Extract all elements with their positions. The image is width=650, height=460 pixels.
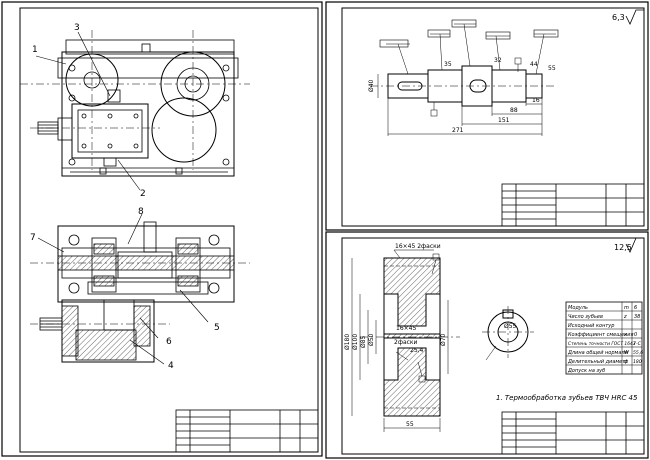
gearbox-section-view [30,221,250,363]
gear-table-param: Число зубьев [568,314,603,320]
sheet-2-outer-border [325,1,649,231]
gear-dimension-lines [351,249,449,432]
dim-shaft-35: 35 [444,61,452,68]
roughness-gear: 12,5 [614,243,632,252]
roughness-shaft: 6,3 [612,13,625,22]
chamfer-mid-label-a: 16×45 [396,325,416,332]
callout-1: 1 [32,45,38,55]
gear-table-row: Допуск на зуб [567,368,605,374]
gearbox-top-view [20,30,250,177]
gear-table-row: Делительный диаметр d 180 [567,359,642,365]
gear-table-symbol: d [624,359,628,365]
dim-gear-2: 25,4 [410,347,424,354]
sheet-2-title-block [501,183,645,227]
shaft-dimension-lines [377,23,556,136]
callout-2: 2 [140,189,146,199]
dim-shaft-diameter-40: Ø40 [368,79,375,92]
gear-table-symbol: x [623,332,627,338]
roughness-check-icon [625,9,644,25]
gear-table-row: Степень точности ГОСТ 1643 7-С [568,341,642,347]
callout-6: 6 [166,337,172,347]
callout-4: 4 [168,361,174,371]
gear-table-value: 7-С [633,341,642,347]
dim-shaft-44: 44 [530,61,538,68]
chamfer-top-label: 16×45 2фаски [395,243,441,250]
gear-table-row: Число зубьев z 38 [568,314,640,320]
gear-table-param: Длина общей нормали [567,350,629,356]
gear-table-value: 180 [633,359,642,365]
shaft-outline [370,65,556,107]
gear-table-value: 55,6 [633,350,643,356]
dim-shaft-16: 16 [532,97,540,104]
roughness-gear-check-icon [625,237,644,253]
gear-hub-view [482,306,534,361]
gear-table-row: Модуль m 6 [568,305,637,311]
callout-7: 7 [30,233,36,243]
gear-table-param: Степень точности ГОСТ 1643 [568,341,636,347]
dim-shaft-88: 88 [510,107,518,114]
chamfer-mid-label-b: 2фаски [394,339,418,346]
callout-8: 8 [138,207,144,217]
gear-table-param: Модуль [568,305,588,311]
gear-table-value: 0 [634,332,637,338]
sheet-gear-drawing: 12,5 16×4 [325,231,649,459]
sheet-gearbox-assembly: 1 3 2 8 7 5 6 4 [1,1,323,457]
gear-table-value: 38 [634,314,640,320]
heat-treatment-note: 1. Термообработка зубьев ТВЧ HRC 45 [496,394,638,402]
gear-table-value: 6 [634,305,637,311]
sheet-2-frame [341,7,645,227]
callout-3: 3 [74,23,80,33]
gear-table-grid [566,302,642,374]
gear-table-symbol: m [624,305,629,311]
gear-table-row: Коэффициент смещения x 0 [568,332,637,338]
dim-shaft-55: 55 [548,65,556,72]
dim-gear-85: Ø85 [360,335,367,348]
gear-table-param: Коэффициент смещения [568,332,634,338]
leader-lines-top [35,31,141,191]
dim-shaft-151: 151 [498,117,510,124]
callout-5: 5 [214,323,220,333]
dim-shaft-271: 271 [452,127,464,134]
dim-gear-100: Ø100 [352,334,359,350]
dim-gear-50: Ø50 [368,333,375,346]
gear-table-param: Делительный диаметр [567,359,628,365]
sheet-shaft-drawing: 6,3 [325,1,649,231]
leader-lines-section [37,213,209,365]
sheet-1-frame [19,7,319,453]
dim-hub-bore: Ø55 [504,323,517,330]
sheet-3-title-block [501,411,645,455]
gear-parameter-table: Модуль m 6 Число зубьев z 38 Исходный ко… [565,301,643,375]
gear-table-symbol: z [623,314,627,320]
gear-section [360,257,460,417]
gear-table-param: Исходный контур [568,323,614,329]
sheet-3-outer-border [325,231,649,459]
sheet-1-title-block [175,409,319,453]
sheet-1-outer-border [1,1,323,457]
dim-shaft-32: 32 [494,57,502,64]
sheet-3-frame [341,237,645,455]
dim-gear-width-55: 55 [406,421,414,428]
gear-table-row: Длина общей нормали W 55,6 [567,350,643,356]
gear-table-row: Исходный контур [568,323,614,329]
gear-table-symbol: W [624,350,630,356]
dim-gear-70: Ø70 [440,333,447,346]
dim-gear-180: Ø180 [344,334,351,350]
shaft-datum-frames [379,19,559,48]
gear-table-param: Допуск на зуб [567,368,605,374]
